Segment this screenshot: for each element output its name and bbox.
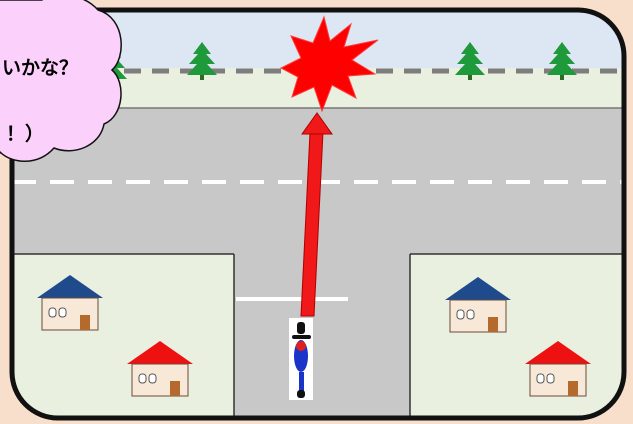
thought-bubble-text-line-2: ！） [6,123,45,145]
side-road [234,254,410,418]
lower-right-block [410,254,624,418]
motorcycle-icon [289,318,313,400]
thought-bubble-text-line-1: いかな？ [2,57,79,79]
arrow-up-icon [300,112,333,317]
crash-burst-icon [279,15,379,113]
thought-bubble [0,0,122,162]
scene-frame [9,7,627,421]
lower-left-block [12,254,234,418]
